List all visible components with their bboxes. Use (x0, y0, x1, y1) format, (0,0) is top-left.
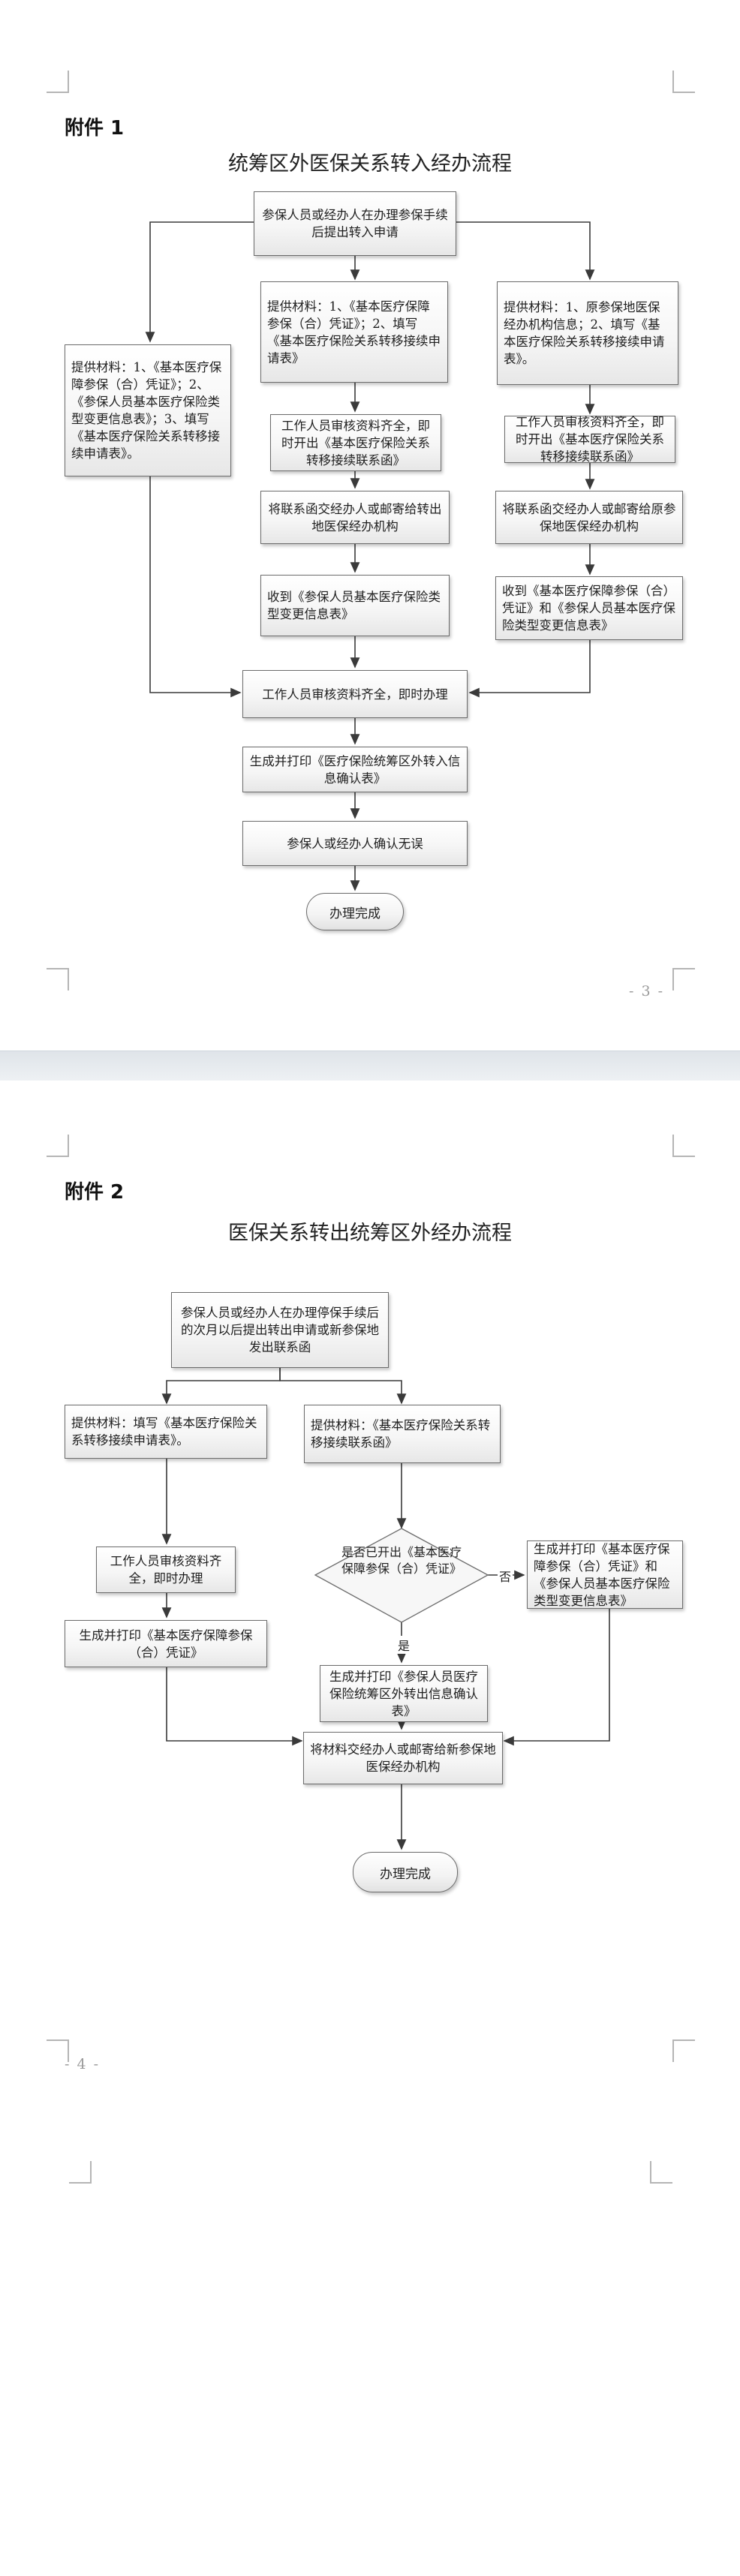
middle-materials-step: 提供材料：《基本医疗保险关系转移接续联系函》 (304, 1405, 501, 1463)
document-page-1: 附件 1 统筹区外医保关系转入经办流程 (0, 0, 740, 1051)
middle-mail-step: 将联系函交经办人或邮寄给转出地医保经办机构 (260, 491, 450, 544)
start-step: 参保人员或经办人在办理参保手续后提出转入申请 (254, 191, 456, 256)
mail-step: 将材料交经办人或邮寄给新参保地医保经办机构 (303, 1732, 503, 1784)
attachment-label: 附件 2 (65, 1181, 125, 1204)
left-materials-step: 提供材料：1、《基本医疗保障参保（合）凭证》；2、《参保人员基本医疗保险类型变更… (65, 344, 231, 476)
corner-mark (650, 2161, 672, 2184)
start-step: 参保人员或经办人在办理停保手续后的次月以后提出转出申请或新参保地发出联系函 (171, 1292, 389, 1368)
flowchart-title: 医保关系转出统筹区外经办流程 (228, 1222, 512, 1245)
confirm-step: 参保人或经办人确认无误 (242, 821, 468, 866)
flowchart-connectors (145, 221, 595, 891)
right-materials-step: 提供材料：1、原参保地医保经办机构信息；2、填写《基本医疗保险关系转移接续申请表… (497, 281, 678, 385)
right-mail-step: 将联系函交经办人或邮寄给原参保地医保经办机构 (495, 491, 683, 544)
attachment-label: 附件 1 (65, 117, 125, 140)
process-step: 工作人员审核资料齐全，即时办理 (242, 670, 468, 718)
corner-mark (47, 2039, 69, 2062)
corner-mark (672, 2039, 695, 2062)
middle-review-step: 工作人员审核资料齐全，即时开出《基本医疗保险关系转移接续联系函》 (270, 414, 441, 471)
right-review-step: 工作人员审核资料齐全，即时开出《基本医疗保险关系转移接续联系函》 (504, 415, 675, 464)
corner-mark (672, 71, 695, 93)
end-step: 办理完成 (353, 1852, 458, 1892)
left-review-step: 工作人员审核资料齐全，即时办理 (96, 1547, 236, 1593)
decision-text: 是否已开出《基本医疗保障参保（合）凭证》 (341, 1545, 462, 1576)
corner-mark (672, 968, 695, 990)
right-receive-step: 收到《基本医疗保障参保（合）凭证》和《参保人员基本医疗保险类型变更信息表》 (495, 576, 683, 640)
flowchart-connectors (161, 1368, 610, 1850)
middle-materials-step: 提供材料：1、《基本医疗保障参保（合）凭证》；2、填写《基本医疗保险关系转移接续… (260, 281, 448, 383)
print-step: 生成并打印《医疗保险统筹区外转入信息确认表》 (242, 747, 468, 792)
document-page-2: 附件 2 医保关系转出统筹区外经办流程 参保人员或经办人 (0, 1081, 740, 2576)
yes-label: 是 (396, 1636, 412, 1654)
middle-print-step: 生成并打印《参保人员医疗保险统筹区外转出信息确认表》 (320, 1665, 488, 1722)
left-print-step: 生成并打印《基本医疗保障参保（合）凭证》 (65, 1620, 267, 1667)
left-materials-step: 提供材料：填写《基本医疗保险关系转移接续申请表》。 (65, 1405, 267, 1459)
decision-diamond (314, 1528, 489, 1623)
corner-mark (47, 968, 69, 990)
corner-mark (47, 71, 69, 93)
page-separator (0, 1051, 740, 1082)
flowchart-title: 统筹区外医保关系转入经办流程 (228, 152, 512, 176)
page-number: - 3 - (629, 983, 665, 999)
no-label: 否 (498, 1567, 513, 1585)
middle-receive-step: 收到《参保人员基本医疗保险类型变更信息表》 (260, 575, 450, 636)
corner-mark (672, 1135, 695, 1157)
right-print-step: 生成并打印《基本医疗保障参保（合）凭证》和《参保人员基本医疗保险类型变更信息表》 (527, 1540, 683, 1609)
corner-mark (47, 1135, 69, 1157)
end-step: 办理完成 (306, 893, 404, 930)
corner-mark (69, 2161, 92, 2184)
page-number: - 4 - (65, 2056, 101, 2073)
